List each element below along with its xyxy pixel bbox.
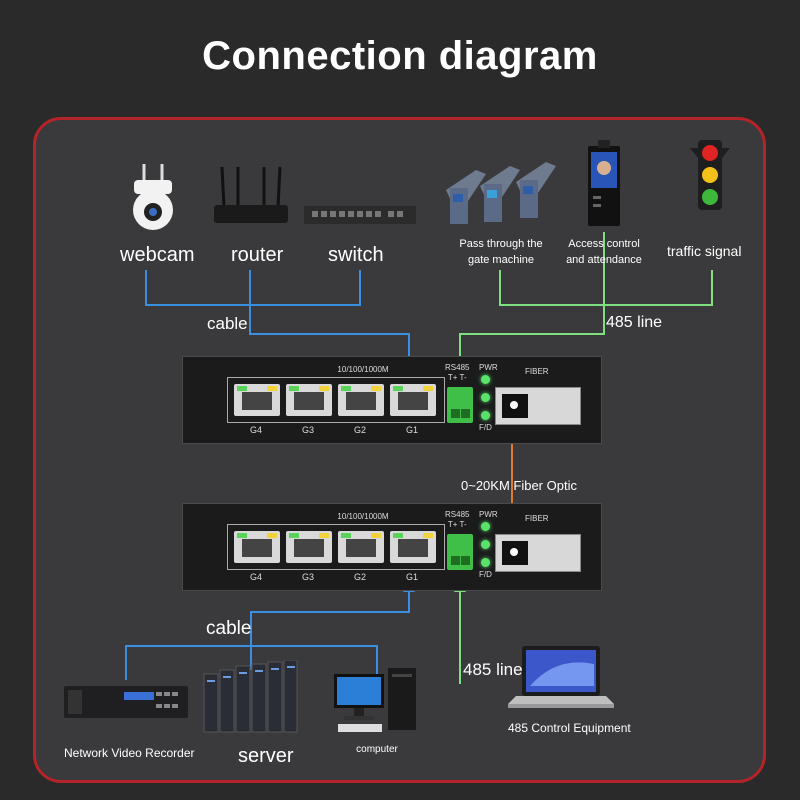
- line-485-label-bottom: 485 line: [463, 660, 523, 679]
- ethernet-port-g4: [234, 384, 280, 416]
- fiber-label: 0~20KM Fiber Optic: [461, 478, 577, 493]
- pwr-led: [481, 375, 490, 384]
- pwr-led: [481, 522, 490, 531]
- fd-led: [481, 558, 490, 567]
- gate-machine-label: Pass through the gate machine: [459, 238, 543, 266]
- webcam-icon: [133, 164, 173, 230]
- port-label-g4: G4: [249, 572, 262, 582]
- fiber-port: [495, 387, 581, 425]
- cable-line-bottom-rise: [250, 590, 410, 646]
- ethernet-ports: [227, 524, 445, 570]
- ethernet-port-g3: [286, 384, 332, 416]
- rs485-terminal: [447, 387, 473, 423]
- line-485-top-drop: [459, 305, 605, 360]
- ethernet-ports: [227, 377, 445, 423]
- computer-label: computer: [356, 744, 398, 755]
- control-equipment-label: 485 Control Equipment: [508, 721, 631, 735]
- fiber-port: [495, 534, 581, 572]
- switch-icon: [304, 206, 416, 224]
- access-control-label: Access control and attendance: [566, 238, 642, 266]
- speed-label: 10/100/1000M: [337, 512, 389, 521]
- ethernet-port-g3: [286, 531, 332, 563]
- cable-label-bottom: cable: [206, 618, 252, 639]
- line-485-top: [499, 270, 713, 306]
- laptop-icon: [508, 646, 614, 708]
- line-485-label-top: 485 line: [606, 314, 663, 331]
- computer-icon: [334, 668, 416, 732]
- rs485-terminal: [447, 534, 473, 570]
- link-led: [481, 393, 490, 402]
- pwr-label: PWR: [479, 363, 498, 372]
- nvr-label: Network Video Recorder: [64, 746, 195, 760]
- access-control-icon: [588, 140, 620, 226]
- webcam-label: webcam: [120, 244, 195, 266]
- gate-machine-icon: [446, 162, 556, 224]
- traffic-light-icon: [690, 140, 730, 210]
- link-led: [481, 540, 490, 549]
- cable-label-top: cable: [207, 314, 248, 333]
- rs485-text: RS485: [445, 363, 470, 372]
- ethernet-port-g2: [338, 531, 384, 563]
- router-icon: [214, 166, 288, 223]
- ethernet-port-g4: [234, 531, 280, 563]
- switch-label: switch: [328, 244, 384, 266]
- cable-line-top: [145, 270, 361, 306]
- server-icon: [203, 660, 298, 733]
- port-label-g1: G1: [405, 425, 418, 435]
- ethernet-port-g1: [390, 531, 436, 563]
- port-label-g1: G1: [405, 572, 418, 582]
- traffic-signal-label: traffic signal: [667, 243, 742, 259]
- port-label-g3: G3: [301, 572, 314, 582]
- fd-label: F/D: [479, 570, 492, 579]
- terminals-text: T+ T-: [447, 520, 467, 529]
- port-label-g2: G2: [353, 425, 366, 435]
- port-label-g3: G3: [301, 425, 314, 435]
- ethernet-port-g1: [390, 384, 436, 416]
- cable-line-top-drop: [249, 270, 410, 360]
- speed-label: 10/100/1000M: [337, 365, 389, 374]
- ethernet-port-g2: [338, 384, 384, 416]
- page-title: Connection diagram: [202, 34, 598, 78]
- router-label: router: [231, 244, 284, 266]
- terminals-text: T+ T-: [447, 373, 467, 382]
- port-label-g4: G4: [249, 425, 262, 435]
- fd-led: [481, 411, 490, 420]
- nvr-icon: [64, 686, 188, 718]
- fd-label: F/D: [479, 423, 492, 432]
- fiber-port-label: FIBER: [525, 514, 549, 523]
- rs485-text: RS485: [445, 510, 470, 519]
- fiber-port-label: FIBER: [525, 367, 549, 376]
- server-label: server: [238, 745, 294, 767]
- pwr-label: PWR: [479, 510, 498, 519]
- port-label-g2: G2: [353, 572, 366, 582]
